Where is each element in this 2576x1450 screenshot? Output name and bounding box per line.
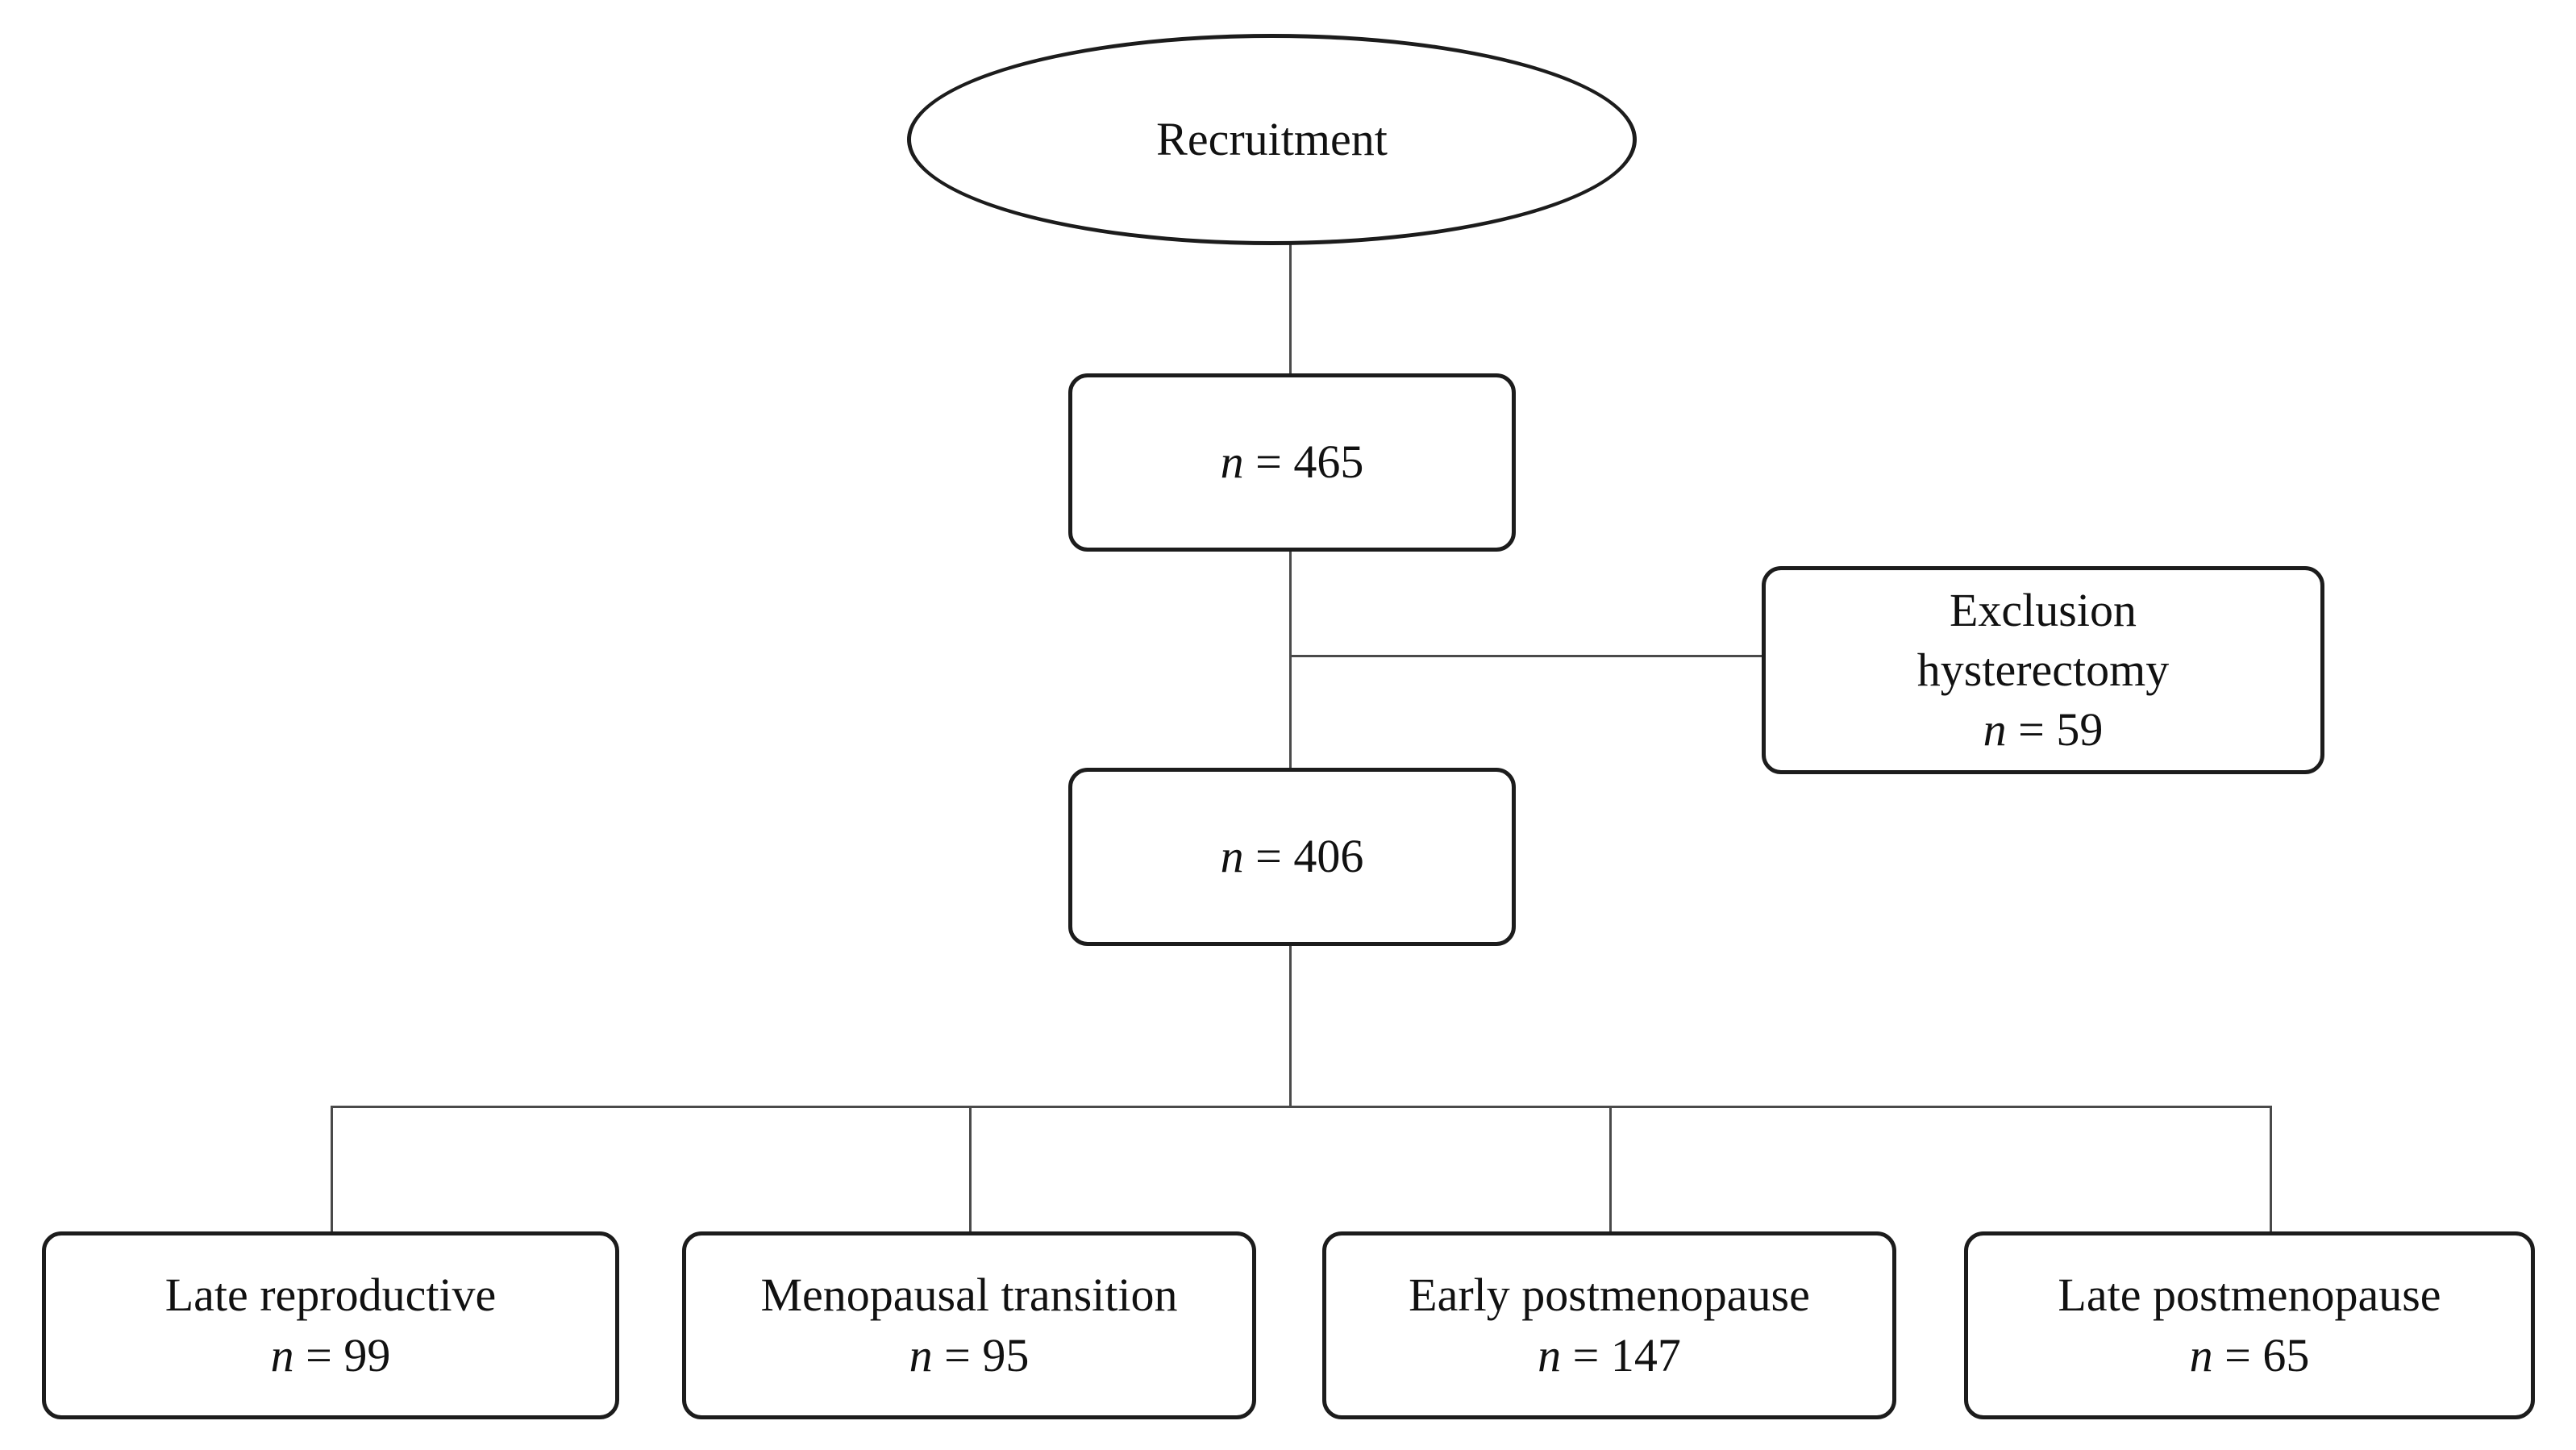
node-group-late-reproductive: Late reproductive n = 99 — [42, 1231, 619, 1419]
group-label: Late reproductive — [164, 1269, 497, 1322]
after-exclusion-n-value: = 406 — [1243, 830, 1364, 883]
connector-recruitment-to-enrolled — [1289, 242, 1292, 375]
group-label: Early postmenopause — [1409, 1269, 1810, 1322]
node-group-early-postmenopause: Early postmenopause n = 147 — [1322, 1231, 1896, 1419]
connector-enrolled-to-after-exclusion — [1289, 552, 1292, 769]
connector-branch-to-exclusion — [1290, 655, 1762, 657]
group-n-value: = 65 — [2212, 1328, 2310, 1381]
group-count: n = 65 — [2190, 1326, 2310, 1385]
group-n-value: = 95 — [932, 1328, 1030, 1381]
group-n-symbol: n — [1538, 1328, 1562, 1381]
exclusion-label-line1: Exclusion — [1950, 583, 2137, 636]
node-exclusion: Exclusion hysterectomy n = 59 — [1762, 566, 2324, 774]
group-n-value: = 147 — [1561, 1328, 1681, 1381]
group-n-symbol: n — [2189, 1328, 2213, 1381]
node-group-menopausal-transition: Menopausal transition n = 95 — [682, 1231, 1256, 1419]
recruitment-label: Recruitment — [1156, 112, 1388, 165]
group-n-symbol: n — [270, 1328, 294, 1381]
enrolled-count: n = 465 — [1221, 432, 1364, 492]
exclusion-n-symbol: n — [1983, 703, 2007, 756]
after-exclusion-count: n = 406 — [1221, 827, 1364, 886]
connector-drop-early-postmenopause — [1609, 1106, 1612, 1233]
exclusion-count: n = 59 — [1983, 700, 2104, 760]
group-count: n = 99 — [271, 1326, 391, 1385]
node-enrolled: n = 465 — [1068, 373, 1516, 552]
exclusion-n-value: = 59 — [2006, 703, 2104, 756]
group-n-symbol: n — [909, 1328, 933, 1381]
node-group-late-postmenopause: Late postmenopause n = 65 — [1964, 1231, 2535, 1419]
after-exclusion-n-symbol: n — [1220, 830, 1244, 883]
connector-drop-late-reproductive — [331, 1106, 333, 1233]
group-label: Menopausal transition — [760, 1269, 1178, 1322]
connector-split-horizontal — [331, 1106, 2272, 1108]
node-recruitment: Recruitment — [907, 34, 1637, 245]
group-count: n = 95 — [909, 1326, 1030, 1385]
enrolled-n-symbol: n — [1220, 435, 1244, 489]
connector-drop-late-postmenopause — [2270, 1106, 2272, 1233]
node-after-exclusion: n = 406 — [1068, 768, 1516, 946]
group-n-value: = 99 — [293, 1328, 391, 1381]
enrolled-n-value: = 465 — [1243, 435, 1364, 489]
exclusion-label-line2: hysterectomy — [1916, 643, 2170, 696]
connector-drop-menopausal-transition — [969, 1106, 972, 1233]
group-label: Late postmenopause — [2058, 1269, 2441, 1322]
group-count: n = 147 — [1538, 1326, 1681, 1385]
connector-after-exclusion-to-split — [1289, 946, 1292, 1107]
